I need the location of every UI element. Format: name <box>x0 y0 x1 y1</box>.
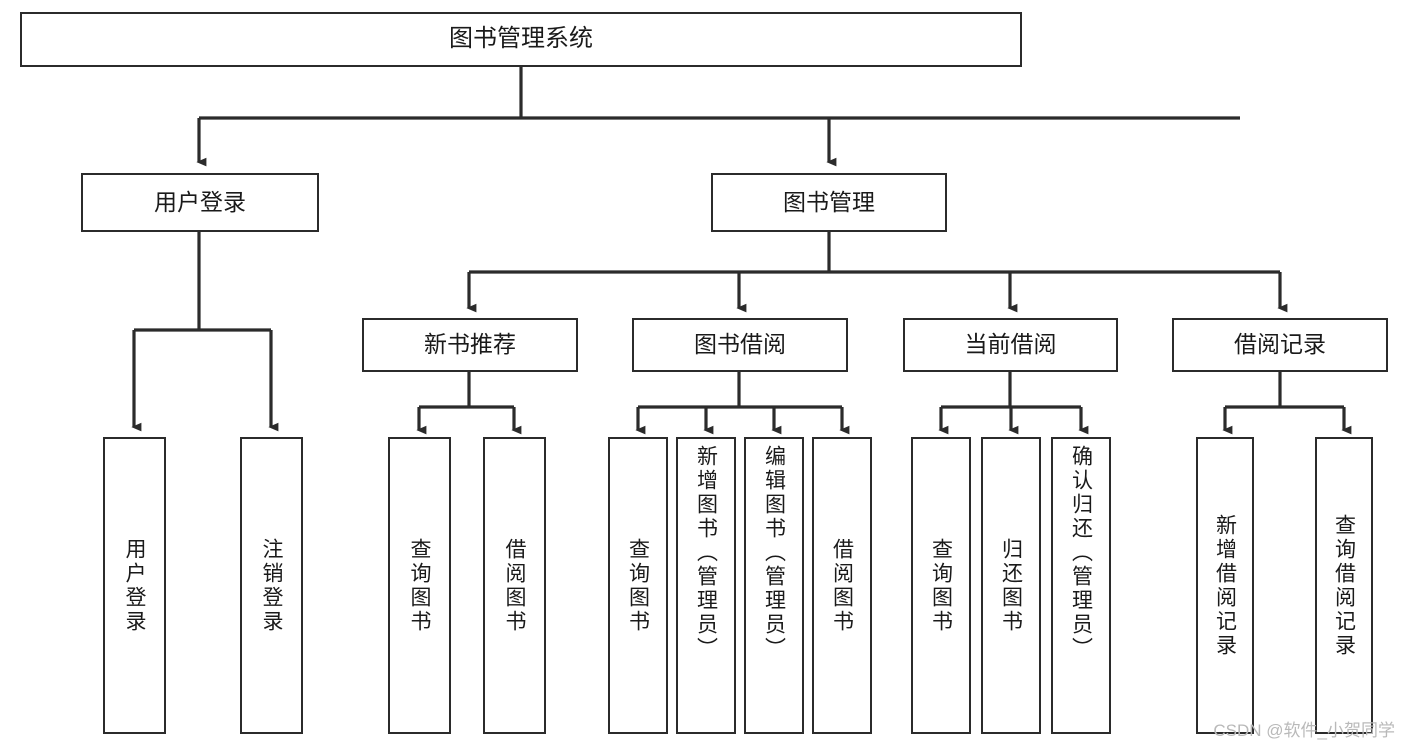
node-label-new-book-rec: 新书推荐 <box>424 331 516 358</box>
node-label-leaf-rec-borrow-book: 借阅图书 <box>503 537 526 634</box>
node-current-borrow[interactable]: 当前借阅 <box>903 318 1118 372</box>
node-label-leaf-br-add-record: 新增借阅记录 <box>1213 513 1237 658</box>
node-leaf-user-logout[interactable]: 注销登录 <box>240 437 303 734</box>
node-label-book-borrow: 图书借阅 <box>694 331 786 358</box>
node-label-leaf-bb-edit-book: 编辑图书（管理员） <box>762 445 786 661</box>
node-label-login: 用户登录 <box>154 188 246 215</box>
node-label-leaf-bb-borrow-book: 借阅图书 <box>830 537 854 634</box>
node-label-leaf-bb-query-book: 查询图书 <box>626 537 650 634</box>
node-book-mgmt[interactable]: 图书管理 <box>711 173 947 232</box>
node-label-leaf-rec-query-book: 查询图书 <box>408 537 431 634</box>
node-leaf-bb-query-book[interactable]: 查询图书 <box>608 437 668 734</box>
node-login[interactable]: 用户登录 <box>81 173 319 232</box>
node-label-root: 图书管理系统 <box>449 25 593 53</box>
node-book-borrow[interactable]: 图书借阅 <box>632 318 848 372</box>
node-label-leaf-cb-return-book: 归还图书 <box>999 537 1023 634</box>
node-leaf-bb-borrow-book[interactable]: 借阅图书 <box>812 437 872 734</box>
node-label-leaf-user-logout: 注销登录 <box>260 537 283 634</box>
node-leaf-bb-edit-book[interactable]: 编辑图书（管理员） <box>744 437 804 734</box>
node-label-leaf-cb-query-book: 查询图书 <box>929 537 953 634</box>
node-leaf-user-login[interactable]: 用户登录 <box>103 437 166 734</box>
node-label-leaf-cb-confirm-return: 确认归还（管理员） <box>1069 445 1093 661</box>
node-leaf-br-add-record[interactable]: 新增借阅记录 <box>1196 437 1254 734</box>
node-label-leaf-bb-add-book: 新增图书（管理员） <box>694 445 718 661</box>
node-label-leaf-user-login: 用户登录 <box>123 537 146 634</box>
node-leaf-cb-query-book[interactable]: 查询图书 <box>911 437 971 734</box>
node-borrow-record[interactable]: 借阅记录 <box>1172 318 1388 372</box>
node-label-current-borrow: 当前借阅 <box>964 331 1057 358</box>
node-label-leaf-br-query-record: 查询借阅记录 <box>1332 513 1356 658</box>
node-leaf-rec-borrow-book[interactable]: 借阅图书 <box>483 437 546 734</box>
node-leaf-bb-add-book[interactable]: 新增图书（管理员） <box>676 437 736 734</box>
node-leaf-cb-return-book[interactable]: 归还图书 <box>981 437 1041 734</box>
node-label-borrow-record: 借阅记录 <box>1234 331 1326 358</box>
node-leaf-cb-confirm-return[interactable]: 确认归还（管理员） <box>1051 437 1111 734</box>
node-root[interactable]: 图书管理系统 <box>20 12 1022 67</box>
node-leaf-br-query-record[interactable]: 查询借阅记录 <box>1315 437 1373 734</box>
node-label-book-mgmt: 图书管理 <box>783 188 875 215</box>
node-new-book-rec[interactable]: 新书推荐 <box>362 318 578 372</box>
node-leaf-rec-query-book[interactable]: 查询图书 <box>388 437 451 734</box>
